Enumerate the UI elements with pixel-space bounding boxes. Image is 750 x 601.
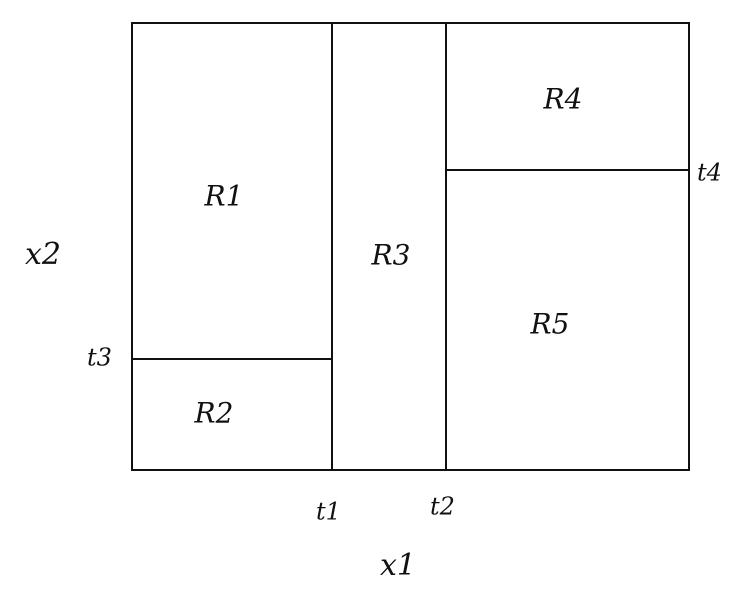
threshold-label-t1: t1 — [316, 498, 341, 526]
region-label-r3: R3 — [371, 239, 411, 272]
region-label-r2: R2 — [194, 397, 234, 430]
feature-space-border — [131, 22, 690, 471]
region-label-r1: R1 — [204, 180, 244, 213]
threshold-label-t4: t4 — [697, 159, 722, 187]
threshold-label-t3: t3 — [87, 344, 112, 372]
region-label-r4: R4 — [543, 83, 583, 116]
axis-label-x1: x1 — [380, 548, 416, 583]
threshold-label-t2: t2 — [430, 493, 455, 521]
region-label-r5: R5 — [530, 308, 570, 341]
axis-label-x2: x2 — [25, 237, 61, 272]
